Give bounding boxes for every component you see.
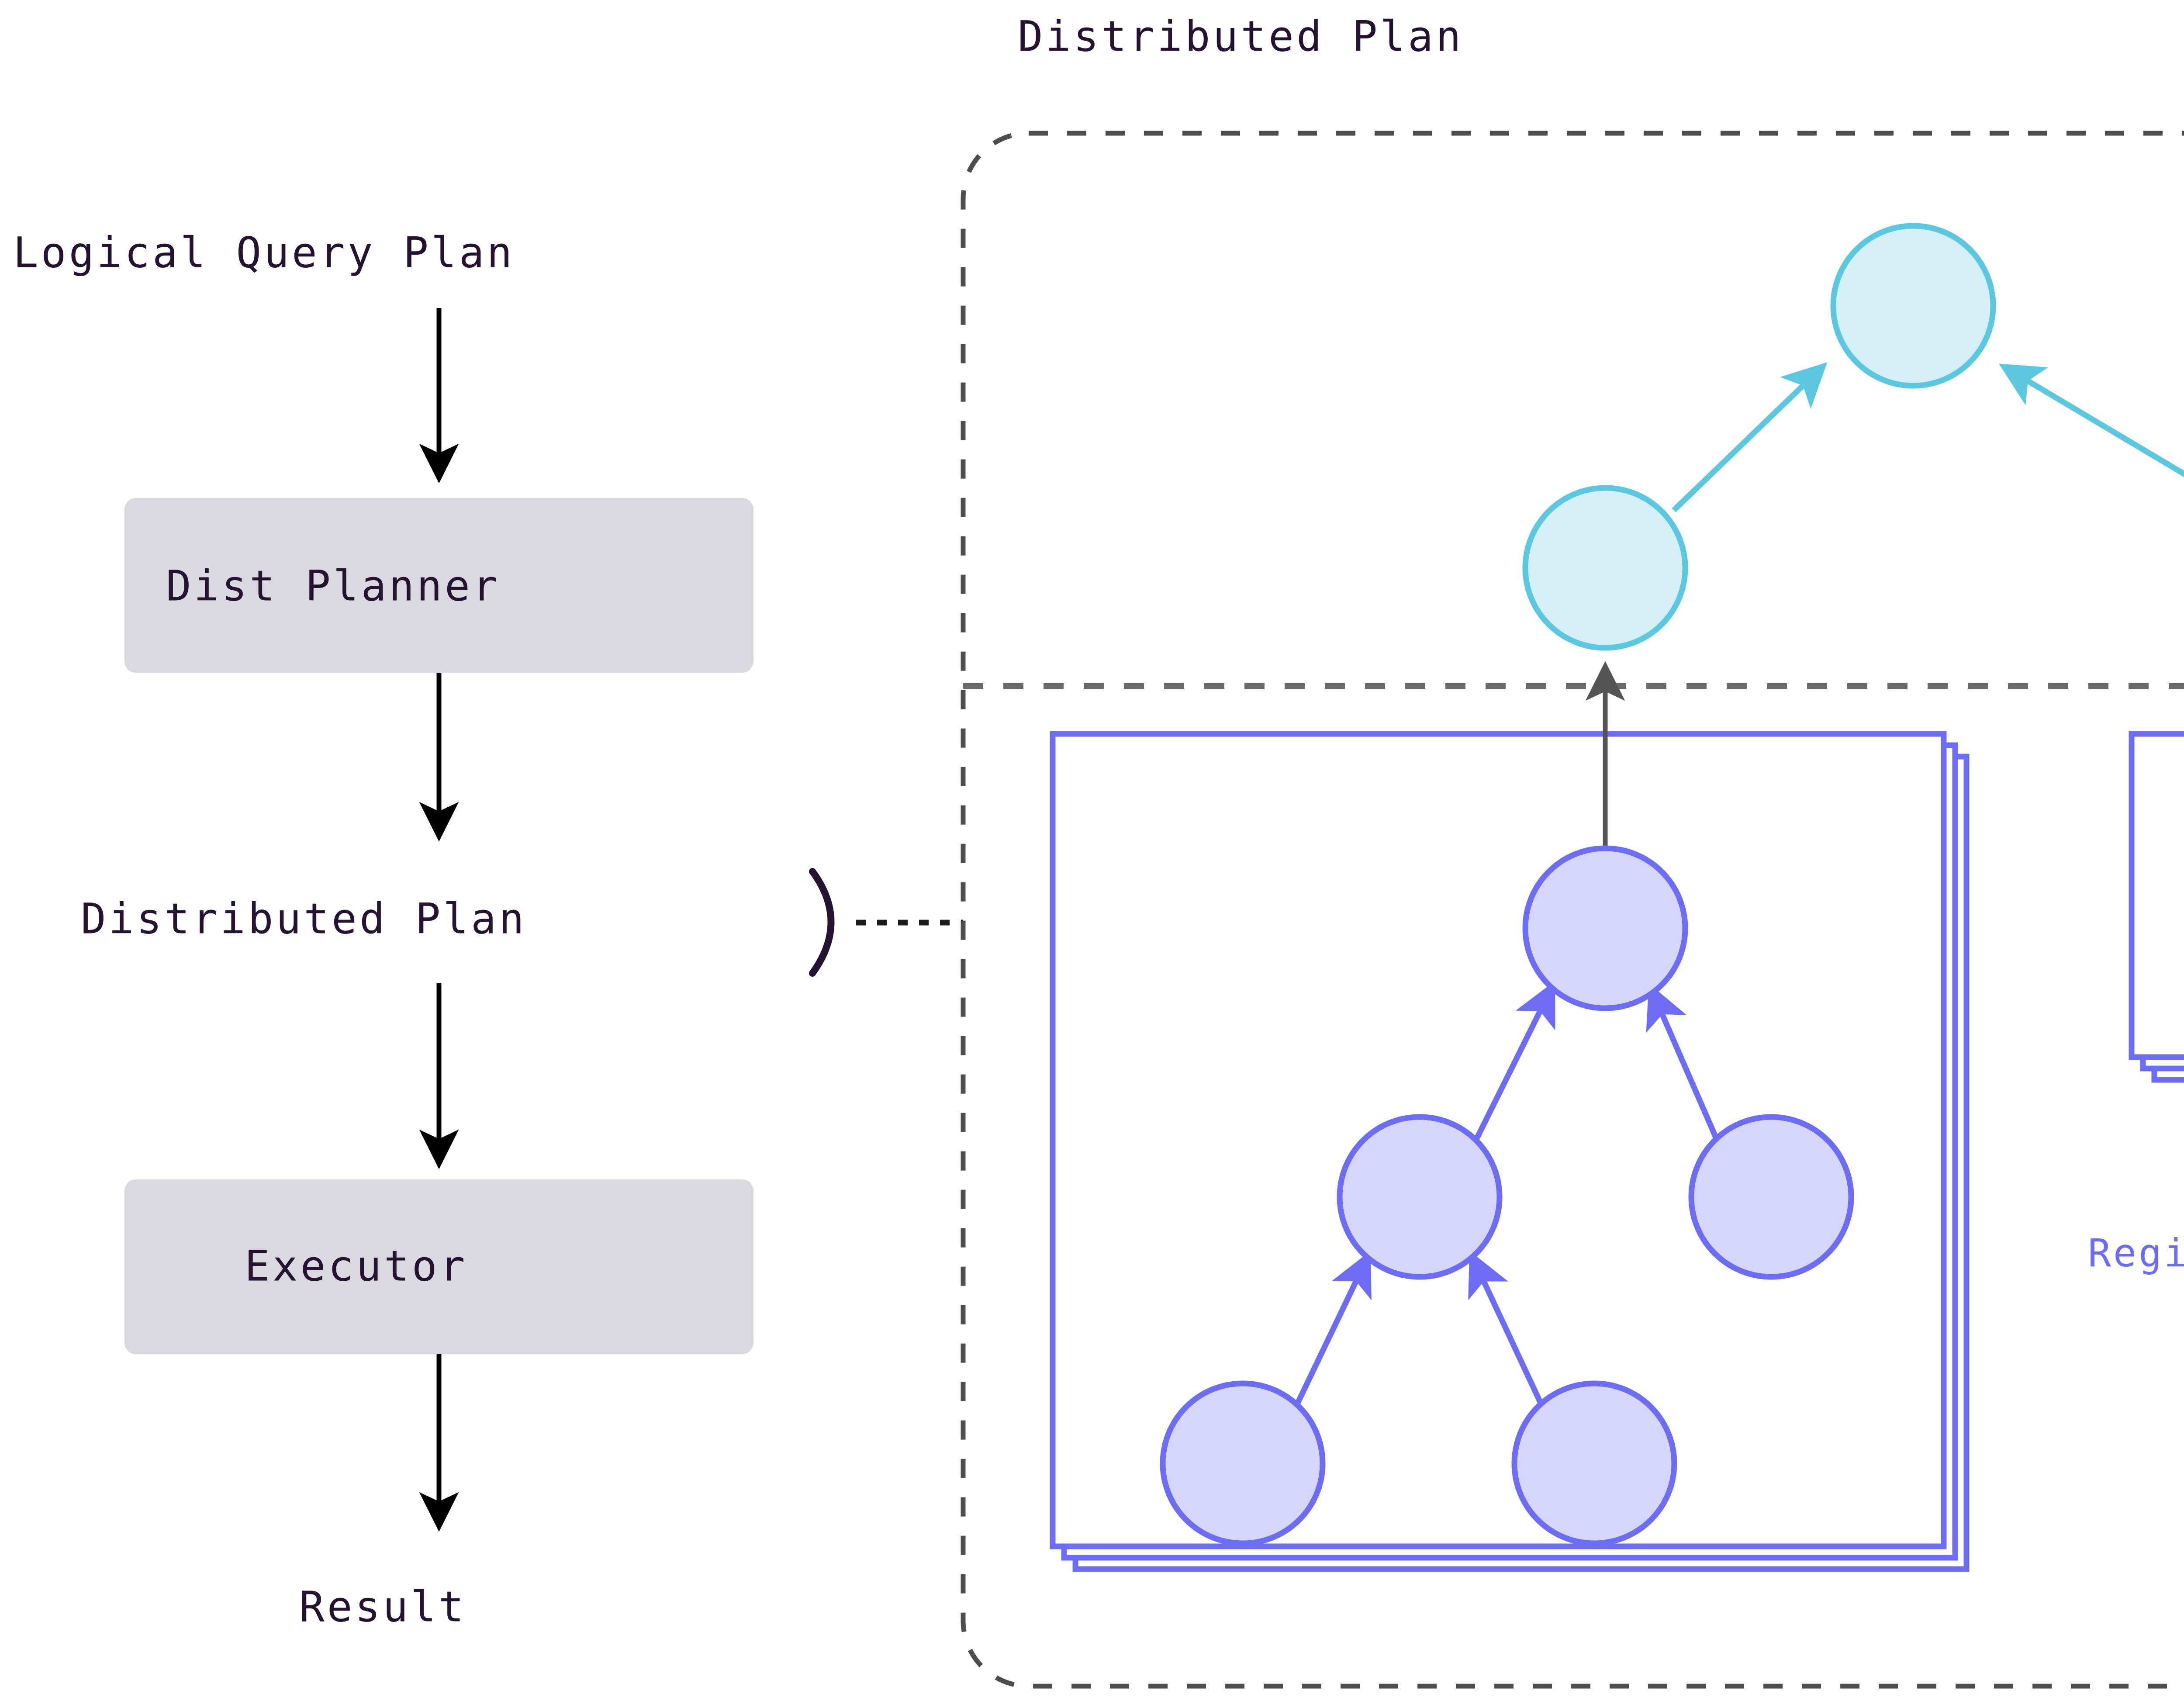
datanode-node-leaf-1[interactable] [1160,1380,1326,1546]
edge-fe-right-to-fe-root [1999,363,2184,477]
region-layer-1 [2129,731,2184,1060]
pipeline-column: Logical Query Plan Dist Planner Distribu… [13,228,963,1631]
dist-planner-label: Dist Planner [166,561,501,610]
datanode-left-tree [1160,845,1854,1546]
result-label: Result [299,1582,467,1631]
executor-label: Executor [245,1241,467,1290]
edge-leaf2-to-mid [1468,1251,1545,1407]
brace-icon [809,868,835,977]
distributed-plan-panel: Distributed Plan Frontend Stage Datanode… [961,12,2184,1689]
distributed-plan-dashed-border [961,131,2184,1689]
region-stack-right[interactable] [2129,731,2184,1083]
distributed-plan-pipeline-label: Distributed Plan [81,894,527,943]
datanode-node-leaf-2[interactable] [1511,1380,1677,1546]
datanode-node-root[interactable] [1522,845,1688,1011]
regions-label: Regions [2088,1231,2184,1276]
cross-stage-edges [1585,661,1625,848]
datanode-node-sibling[interactable] [1688,1114,1854,1280]
datanode-node-mid[interactable] [1337,1114,1503,1280]
edge-mid-to-root [1474,981,1555,1141]
distributed-plan-panel-title: Distributed Plan [1018,12,1464,61]
executor-box[interactable] [124,1179,753,1354]
edge-sib-to-root [1646,983,1719,1141]
frontend-tree [1522,223,2184,651]
dist-planner-box[interactable] [124,498,753,673]
edge-leaf1-to-mid [1294,1251,1372,1407]
frontend-node-root[interactable] [1830,223,1996,389]
frontend-node-left[interactable] [1522,485,1688,651]
edge-fe-left-to-fe-root [1672,362,1828,512]
pipeline-start-label: Logical Query Plan [13,228,515,277]
